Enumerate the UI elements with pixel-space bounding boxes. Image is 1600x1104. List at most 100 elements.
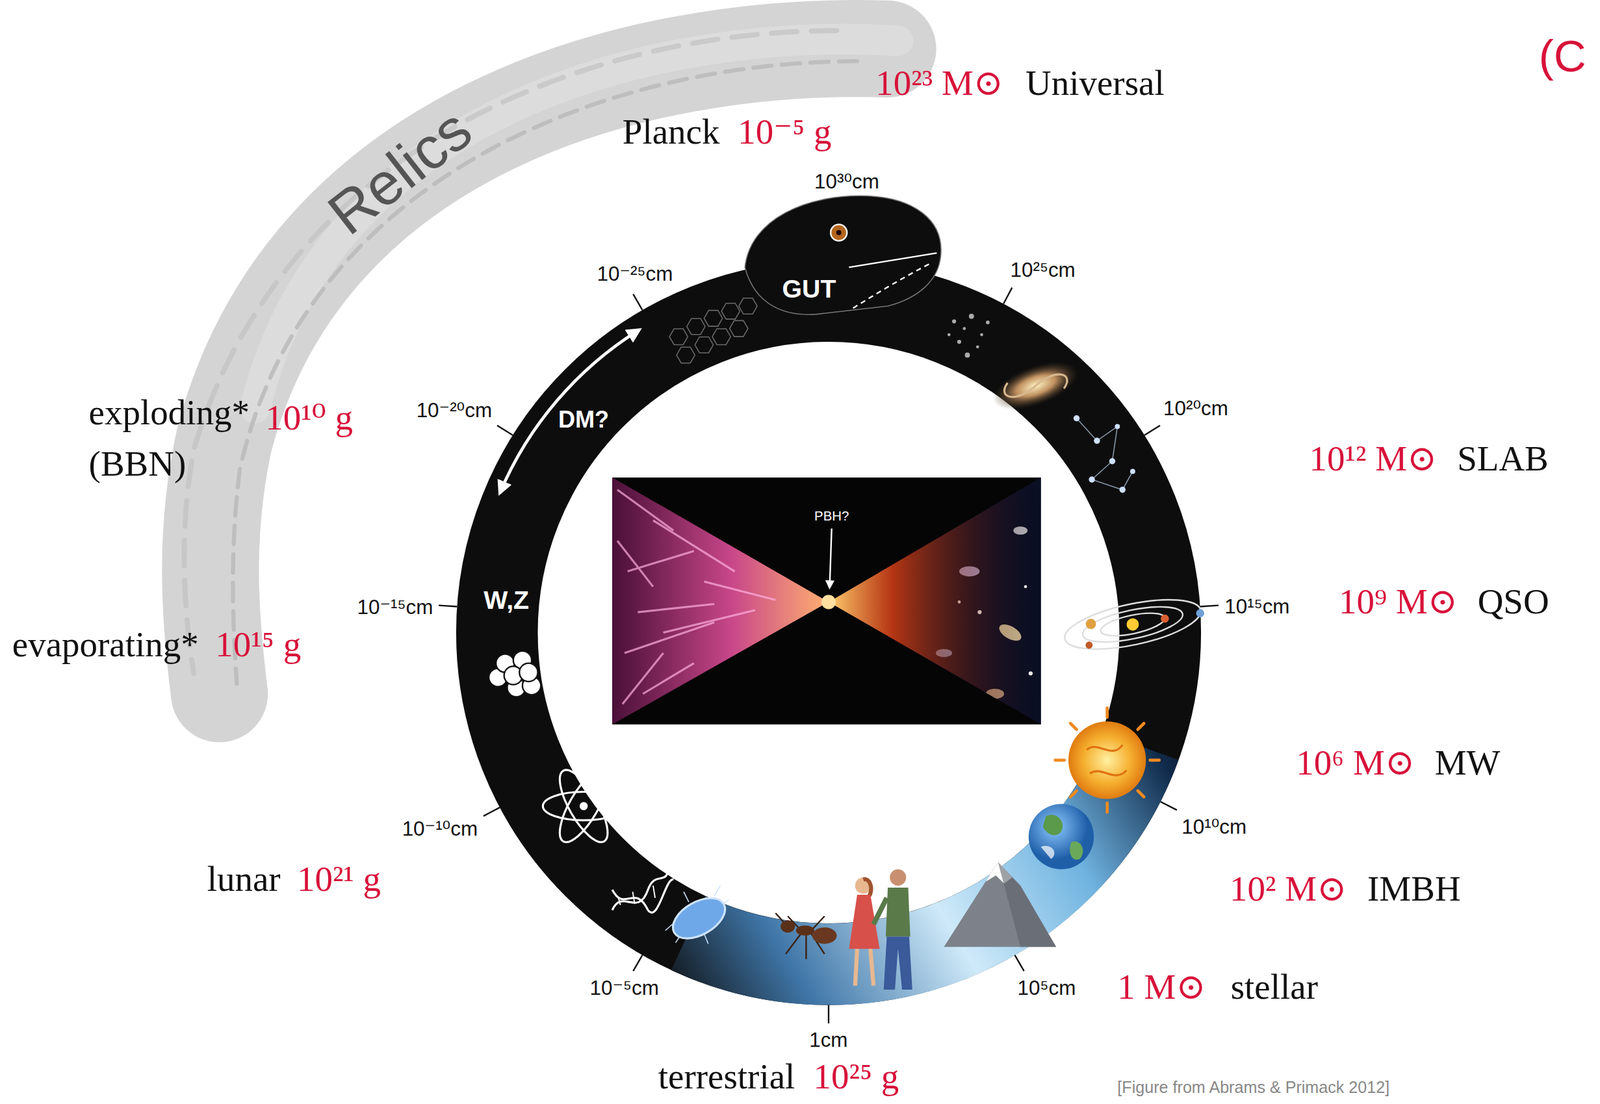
object-class-label: SLAB [1457, 438, 1549, 480]
object-class-label: QSO [1477, 581, 1550, 623]
sun [1055, 758, 1065, 762]
solar-system [1060, 590, 1205, 659]
atom [542, 763, 625, 849]
pbh-inset [821, 594, 836, 609]
earth [1069, 841, 1083, 860]
sun [1086, 744, 1127, 776]
mass-value: 10²³ M⊙ [875, 63, 1004, 104]
constellation [1073, 415, 1136, 493]
pbh-inset [624, 622, 715, 654]
galaxy-cluster [965, 352, 971, 359]
object-class-label: IMBH [1367, 869, 1461, 911]
sun [1150, 758, 1160, 762]
ant [780, 920, 795, 933]
earth [1041, 846, 1055, 860]
mountain [943, 862, 1057, 947]
mass-value: 10¹² M⊙ [1309, 438, 1438, 480]
ant [796, 925, 815, 936]
object-class-label: Planck [622, 112, 721, 154]
galaxy-cluster [976, 345, 980, 349]
mass-value: 10¹⁵ g [215, 624, 301, 666]
pbh-inset [829, 528, 832, 588]
galaxy-cluster [947, 333, 951, 337]
scale-ticks [632, 294, 643, 310]
galaxy-cluster [957, 339, 962, 344]
mountain [998, 862, 1057, 947]
atom [551, 763, 617, 849]
bacterium [665, 885, 732, 947]
people [873, 898, 887, 925]
sun [1137, 723, 1144, 730]
ant [812, 927, 838, 944]
dm-range-arrow [499, 329, 640, 493]
scale-label: 10⁻⁵cm [590, 976, 659, 1000]
object-class-label: evaporating* [12, 624, 199, 666]
source-credit: [Figure from Abrams & Primack 2012] [1117, 1078, 1390, 1098]
mass-value: 10⁹ M⊙ [1338, 581, 1458, 623]
bacterium [714, 885, 721, 897]
constellation [1073, 415, 1080, 422]
pbh-inset [622, 653, 664, 705]
object-class-label: Universal [1025, 63, 1165, 104]
galaxy-cluster [947, 313, 990, 359]
uroboros-ring [497, 300, 1161, 965]
object-class-label: exploding* [89, 393, 250, 435]
slide-marker: (C [1538, 29, 1587, 82]
mass-value: 10² M⊙ [1229, 869, 1347, 911]
solar-system [1080, 599, 1187, 650]
solar-system [1098, 608, 1167, 641]
sun [1070, 723, 1077, 730]
solar-system [1195, 608, 1205, 619]
sun [1105, 803, 1109, 813]
galaxy-cluster [952, 319, 956, 323]
spiral-galaxy [987, 352, 1085, 420]
snake-scales [669, 298, 758, 364]
pbh-inset [828, 477, 1042, 725]
mass-value: 10²¹ g [296, 859, 381, 901]
galaxy-cluster [968, 313, 975, 320]
bacterium [666, 889, 732, 947]
scale-label: 10¹⁰cm [1181, 814, 1247, 839]
constellation [1109, 458, 1116, 465]
scale-label: 10⁻²⁵cm [597, 261, 674, 286]
mass-value: 10¹⁰ g [265, 397, 353, 439]
spiral-galaxy [1002, 363, 1070, 409]
sun [1070, 790, 1077, 797]
mass-value: 10²⁵ g [812, 1057, 899, 1099]
pbh-inset [828, 477, 1042, 725]
earth [1028, 803, 1094, 869]
people [885, 887, 911, 937]
dna-helix [612, 865, 674, 914]
object-class-label: lunar [207, 859, 281, 901]
snake-scales [729, 320, 749, 336]
constellation [1088, 476, 1095, 483]
snake-scales [721, 303, 740, 320]
ring-label: DM? [558, 406, 609, 434]
bacterium [683, 891, 689, 903]
sun [1055, 708, 1160, 813]
atom [542, 791, 625, 821]
scale-ticks [632, 955, 643, 971]
object-class-label: stellar [1230, 967, 1318, 1009]
pbh-inset [612, 477, 1041, 725]
object-class-label: MW [1434, 742, 1501, 784]
dna-helix [612, 879, 674, 913]
sun [1137, 790, 1144, 797]
scale-ticks [438, 605, 457, 607]
scale-label: 10⁻¹⁰cm [402, 816, 478, 841]
snake-head [744, 195, 942, 315]
scale-ticks [1015, 955, 1025, 971]
sun [1068, 721, 1146, 799]
constellation [1114, 423, 1120, 429]
solar-system [1125, 617, 1140, 632]
atom [551, 763, 617, 849]
scale-label: 10¹⁵cm [1224, 594, 1290, 619]
snake-scales [738, 298, 758, 314]
dna-helix [632, 891, 635, 904]
solar-system [1160, 614, 1170, 624]
galaxy-cluster [985, 320, 990, 325]
scale-label: 10²⁵cm [1009, 257, 1075, 281]
solar-system [1084, 640, 1094, 650]
scale-ticks [438, 196, 1219, 1024]
